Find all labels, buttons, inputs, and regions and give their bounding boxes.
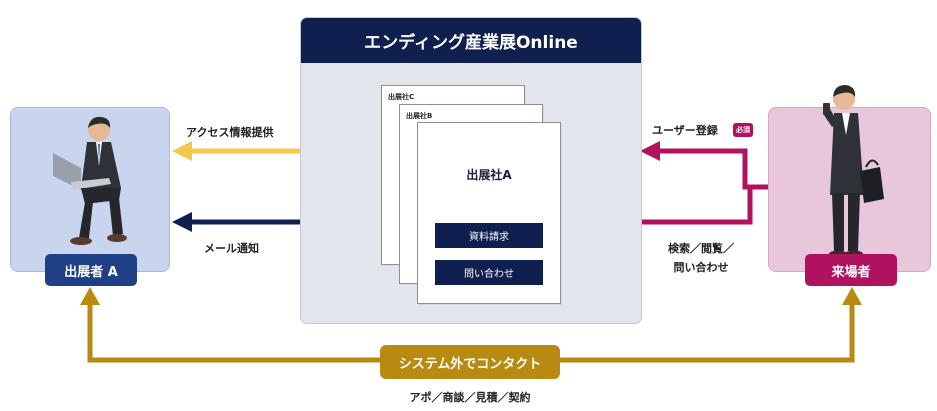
info-provision-arrow xyxy=(172,141,300,161)
user-registration-label: ユーザー登録 xyxy=(652,124,718,137)
exhibitor-badge: 出展者 A xyxy=(45,254,137,286)
inquiry-button[interactable]: 問い合わせ xyxy=(435,260,543,285)
platform-title: エンディング産業展Online xyxy=(301,18,641,63)
exhibitor-card-a-title: 出展社A xyxy=(466,168,512,182)
info-provision-label: アクセス情報提供 xyxy=(186,126,274,139)
search-inquiry-line2: 問い合わせ xyxy=(673,261,729,274)
external-contact-pill: システム外でコンタクト xyxy=(380,345,560,379)
mail-notice-label: メール通知 xyxy=(204,242,259,255)
contact-caption: アポ／商談／見積／契約 xyxy=(409,391,531,404)
user-registration-arrow xyxy=(640,141,768,190)
exhibitor-panel xyxy=(10,107,170,272)
document-request-button[interactable]: 資料請求 xyxy=(435,223,543,248)
exhibitor-card-b-label: 出展社B xyxy=(406,112,433,120)
required-badge: 必須 xyxy=(733,123,753,137)
search-inquiry-label: 検索／閲覧／ 問い合わせ xyxy=(668,240,734,275)
exhibitor-card-a[interactable]: 出展社A 資料請求 問い合わせ xyxy=(417,122,561,304)
visitor-badge: 来場者 xyxy=(805,254,897,286)
online-platform: エンディング産業展Online 出展社C 出展社B 出展社A 資料請求 問い合わ… xyxy=(300,17,642,324)
visitor-figure-icon xyxy=(823,85,884,258)
mail-notice-arrow xyxy=(172,212,300,232)
exhibitor-card-c-label: 出展社C xyxy=(388,93,415,101)
exhibitor-person-icon xyxy=(53,116,127,245)
search-inquiry-line1: 検索／閲覧／ xyxy=(668,242,734,255)
